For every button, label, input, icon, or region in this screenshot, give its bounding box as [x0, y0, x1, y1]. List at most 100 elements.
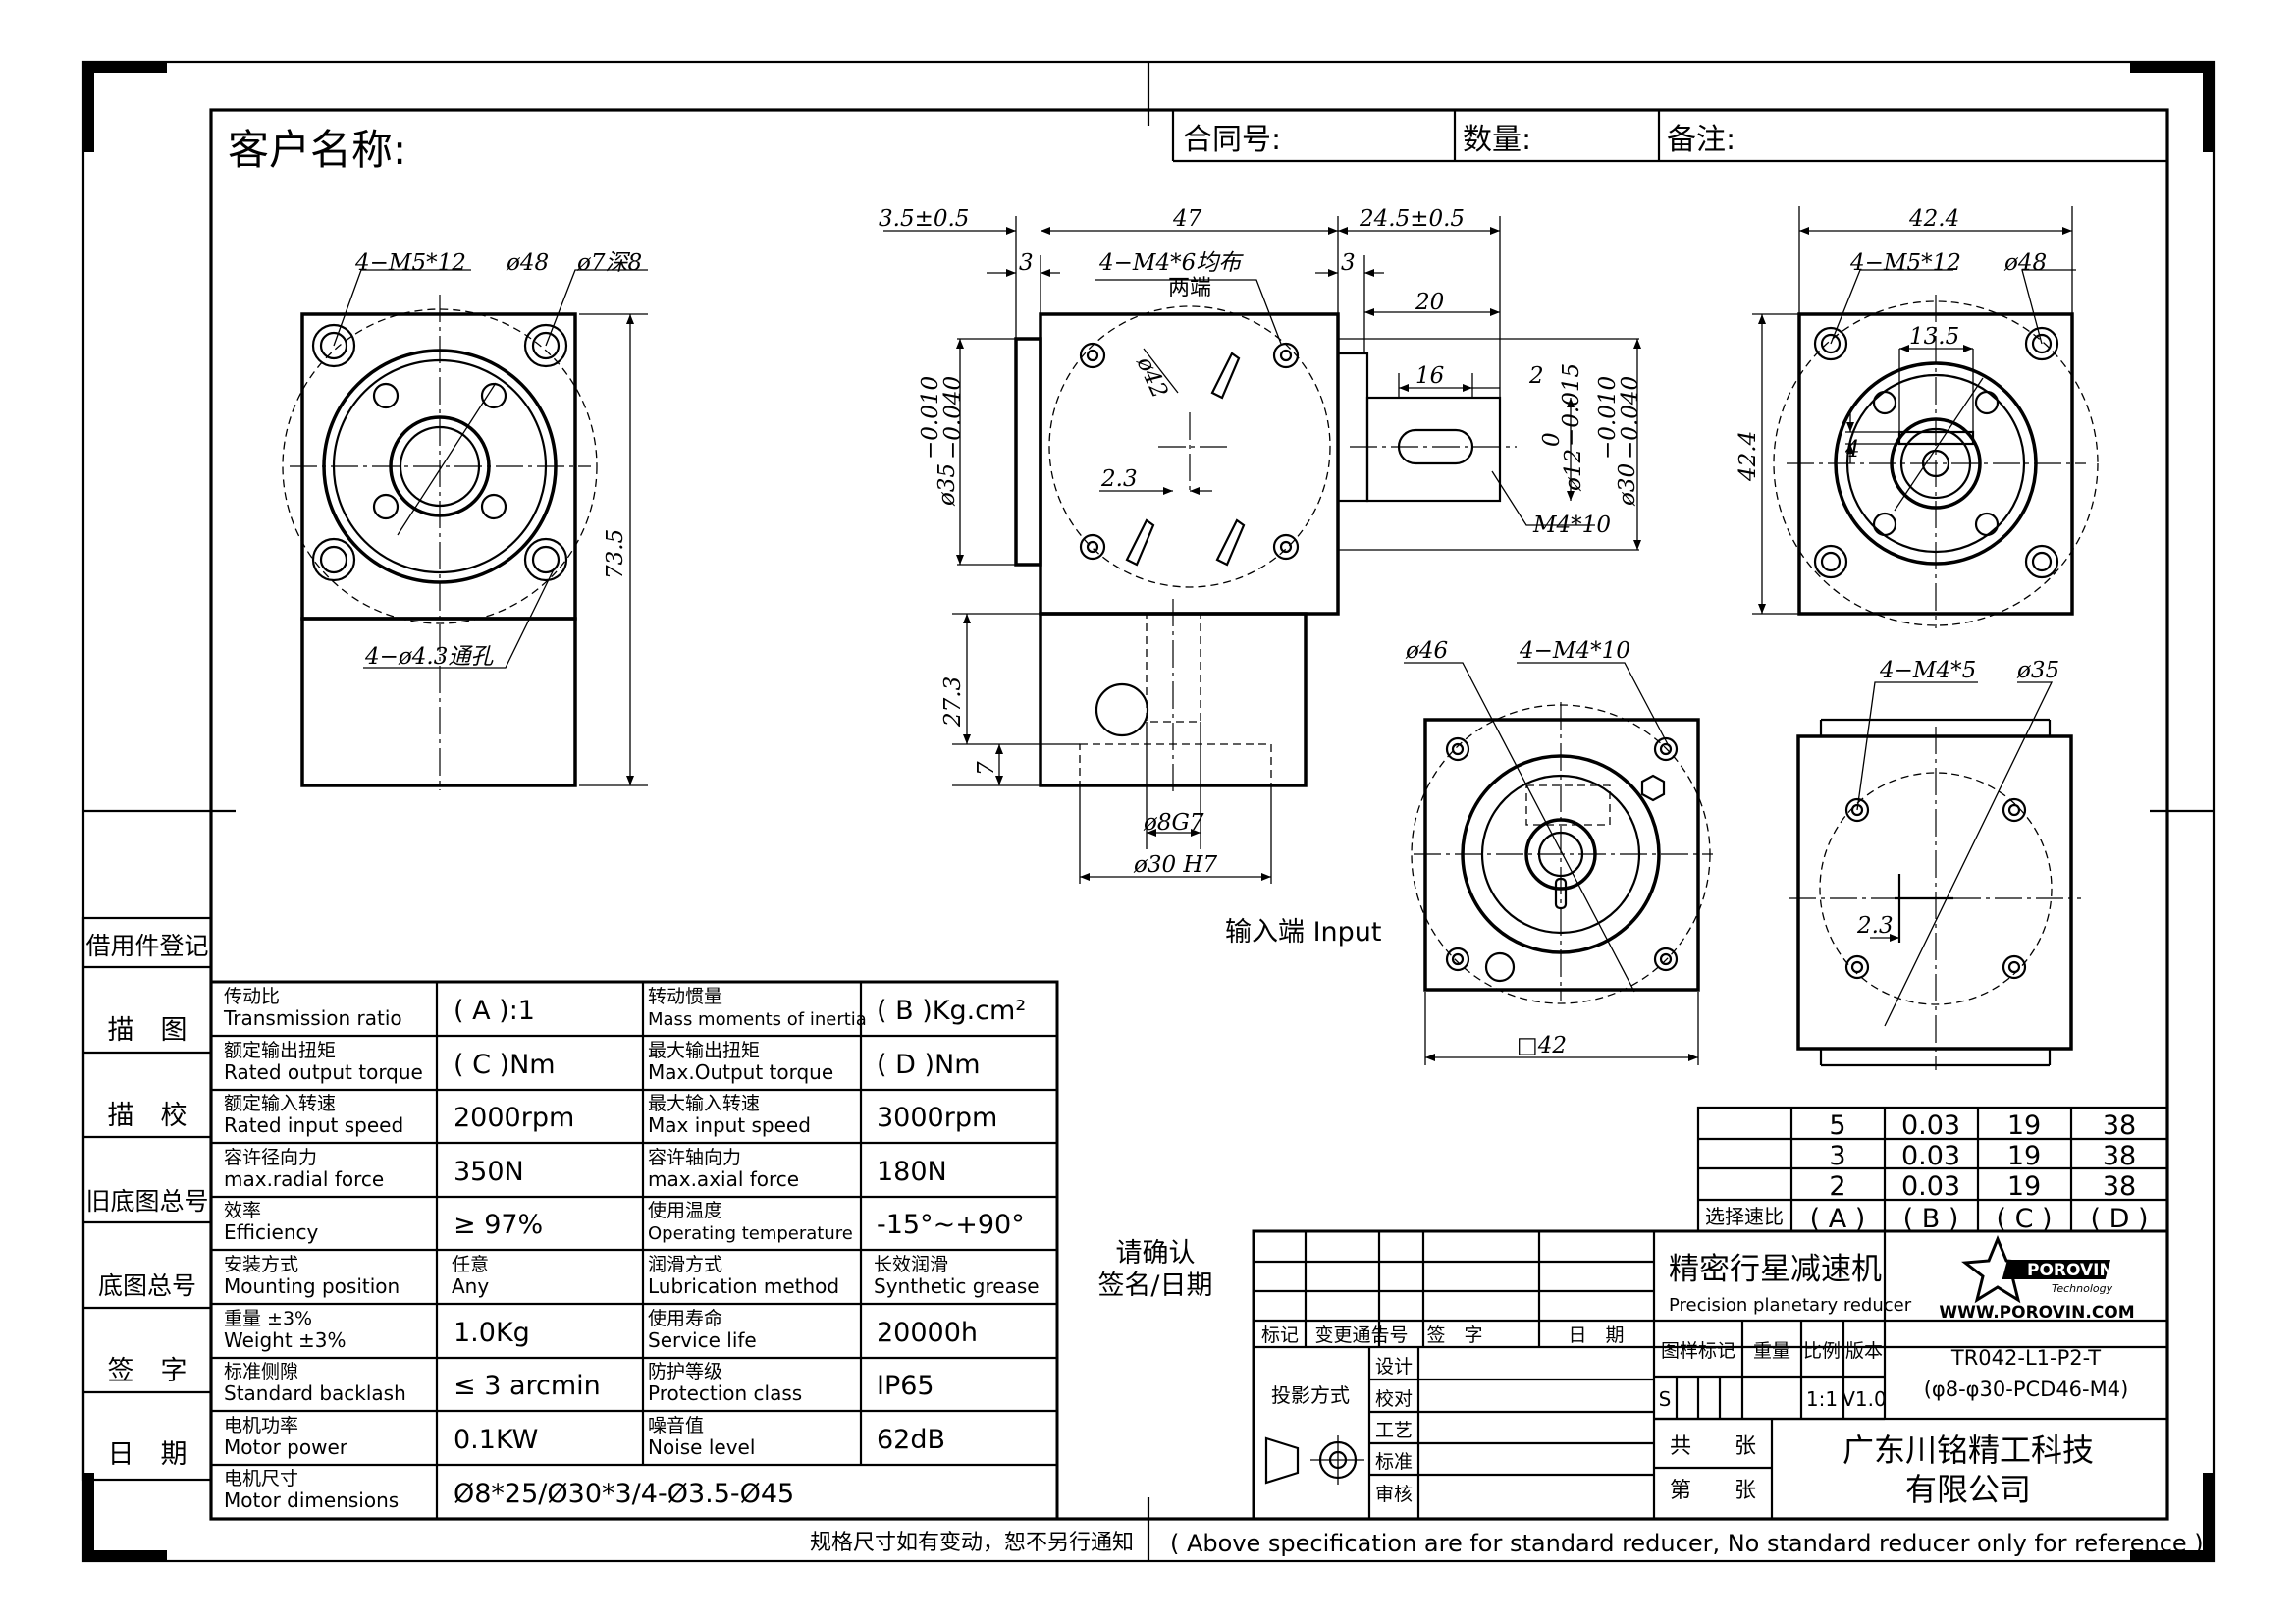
logo-subtext: Technology	[2052, 1282, 2113, 1295]
spec-row-5-v1s-cn: 任意	[452, 1254, 489, 1275]
company-line1: 广东川铭精工科技	[1842, 1432, 2094, 1469]
front-view: 4−M5*12 ø48 ø7深8 73.5 4−ø4.3通孔	[282, 250, 648, 790]
spec-row-4-en2: Operating temperature	[648, 1223, 853, 1244]
rev-head-date: 日 期	[1568, 1325, 1624, 1346]
dim-side-b2: ø12	[1561, 449, 1586, 492]
spec-row-4-en1: Efficiency	[224, 1220, 319, 1244]
mark-value: S	[1659, 1387, 1672, 1411]
spec-row-2-v1: 2000rpm	[454, 1103, 574, 1133]
strip-label-4: 底图总号	[98, 1271, 196, 1300]
dim-side-4: 3	[1019, 250, 1034, 276]
customer-label: 客户名称:	[228, 126, 406, 174]
remark-label: 备注:	[1667, 123, 1735, 157]
version-value: V1.0	[1842, 1387, 1887, 1411]
logo-text: POROVIN	[2027, 1261, 2113, 1280]
dim-input-pcd: ø46	[1405, 638, 1448, 664]
spec-row-5-v2s-cn: 长效润滑	[874, 1254, 948, 1275]
header: 客户名称: 合同号: 数量: 备注:	[228, 110, 2167, 174]
dim-side-7: 16	[1415, 363, 1444, 389]
side-view: 3.5±0.5 47 24.5±0.5 3 3 20 16 2 4−M4*6均布…	[879, 206, 1643, 884]
spec-row-6-en2: Service life	[648, 1328, 757, 1352]
spec-row-2-en2: Max input speed	[648, 1113, 811, 1137]
spec-row-3-v2: 180N	[877, 1157, 947, 1187]
spec-row-5-en1: Mounting position	[224, 1274, 400, 1298]
spec-row-4-v2: -15°~+90°	[877, 1210, 1025, 1240]
role-process: 工艺	[1375, 1420, 1413, 1441]
strip-label-5: 签 字	[108, 1356, 187, 1386]
ratio-r2-c0: 2	[1829, 1171, 1845, 1202]
rev-head-sign: 签 字	[1426, 1325, 1482, 1346]
scale-label: 比例	[1803, 1340, 1841, 1362]
dim-endb-off: 2.3	[1856, 913, 1894, 939]
ratio-sel-label: 选择速比	[1705, 1205, 1784, 1228]
dim-front-hole: ø7深8	[576, 250, 642, 276]
spec-row-1-en2: Max.Output torque	[648, 1060, 833, 1084]
sheet-frame	[81, 60, 2216, 1563]
title-block: 标记 变更通告号 签 字 日 期 投影方式 设计 校对 工艺 标准 审核 精密行…	[1252, 1229, 2169, 1521]
dim-side-b3t: −0.010	[1595, 376, 1621, 460]
spec-row-7-en1: Standard backlash	[224, 1381, 406, 1405]
strip-label-2: 描 校	[108, 1101, 187, 1131]
dim-side-b3: ø30	[1615, 463, 1640, 507]
spec-row-5-cn2: 润滑方式	[648, 1254, 722, 1275]
dim-side-2: 47	[1172, 206, 1202, 232]
role-check: 校对	[1375, 1388, 1413, 1410]
spec-row-7-cn1: 标准侧隙	[224, 1361, 298, 1382]
dim-side-h1: 27.3	[940, 676, 966, 728]
spec-row-5-cn1: 安装方式	[224, 1254, 298, 1275]
strip-label-0: 借用件登记	[85, 932, 208, 960]
footer: 规格尺寸如有变动，恕不另行通知 ( Above specification ar…	[810, 1530, 2204, 1557]
sheet-number: 第 张	[1670, 1479, 1756, 1503]
spec-row-7-v1: ≤ 3 arcmin	[454, 1371, 601, 1401]
spec-table: 传动比 Transmission ratio ( A ):1 转动惯量 Mass…	[209, 980, 1059, 1521]
spec-row-7-v2: IP65	[877, 1371, 934, 1401]
dim-side-b1: ø35	[934, 463, 960, 507]
ratio-r0-c3: 38	[2103, 1110, 2136, 1141]
ratio-head-c: ( C )	[1996, 1204, 2052, 1234]
sheet-total: 共 张	[1670, 1434, 1756, 1459]
proj-label: 投影方式	[1271, 1383, 1350, 1407]
spec-row-8-v2: 62dB	[877, 1425, 945, 1455]
quantity-label: 数量:	[1463, 123, 1531, 157]
input-label: 输入端 Input	[1225, 917, 1382, 947]
dim-side-off: 2.3	[1100, 466, 1138, 492]
spec-row-6-v2: 20000h	[877, 1318, 978, 1348]
spec-row-7-cn2: 防护等级	[648, 1361, 722, 1382]
spec-row-5-v2s-en: Synthetic grease	[874, 1274, 1040, 1298]
spec-row-7-en2: Protection class	[648, 1381, 802, 1405]
model-line1: TR042-L1-P2-T	[1950, 1346, 2101, 1370]
dim-side-spig: ø30 H7	[1133, 852, 1217, 878]
dim-side-b1t: −0.010	[918, 376, 943, 460]
spec-row-1-cn1: 额定输出扭矩	[224, 1040, 336, 1061]
contract-label: 合同号:	[1183, 123, 1281, 157]
website: WWW.POROVIN.COM	[1939, 1303, 2134, 1323]
strip-label-6: 日 期	[108, 1439, 187, 1470]
spec-row-0-v1: ( A ):1	[454, 996, 535, 1026]
role-approve: 审核	[1375, 1484, 1413, 1505]
spec-row-5-en2: Lubrication method	[648, 1274, 839, 1298]
ratio-r1-c3: 38	[2103, 1141, 2136, 1171]
ratio-r0-c0: 5	[1829, 1110, 1845, 1141]
spec-row-3-cn1: 容许径向力	[224, 1147, 317, 1168]
confirm-line2: 签名/日期	[1097, 1271, 1212, 1301]
strip-label-3: 旧底图总号	[85, 1187, 208, 1216]
footer-note-en: ( Above specification are for standard r…	[1170, 1530, 2204, 1557]
spec-row-2-cn2: 最大输入转速	[648, 1093, 760, 1114]
spec-row-8-cn1: 电机功率	[224, 1415, 298, 1436]
rev-head-mark: 标记	[1261, 1325, 1299, 1346]
dim-end-bolt: 4−M5*12	[1849, 250, 1961, 276]
dim-end-w: 42.4	[1908, 206, 1959, 232]
ratio-r0-c1: 0.03	[1901, 1110, 1960, 1141]
ratio-head-b: ( B )	[1903, 1204, 1959, 1234]
dim-input-bolt: 4−M4*10	[1519, 638, 1630, 664]
spec-row-2-v2: 3000rpm	[877, 1103, 997, 1133]
dim-side-b1b: −0.040	[940, 376, 966, 460]
spec-row-6-cn2: 使用寿命	[648, 1308, 722, 1329]
role-standard: 标准	[1375, 1451, 1413, 1473]
spec-row-6-cn1: 重量 ±3%	[224, 1308, 312, 1329]
spec-row-2-en1: Rated input speed	[224, 1113, 403, 1137]
spec-row-0-en2: Mass moments of inertia	[648, 1009, 867, 1030]
dim-input-sq: □42	[1517, 1033, 1567, 1058]
spec-row-6-v1: 1.0Kg	[454, 1318, 530, 1348]
